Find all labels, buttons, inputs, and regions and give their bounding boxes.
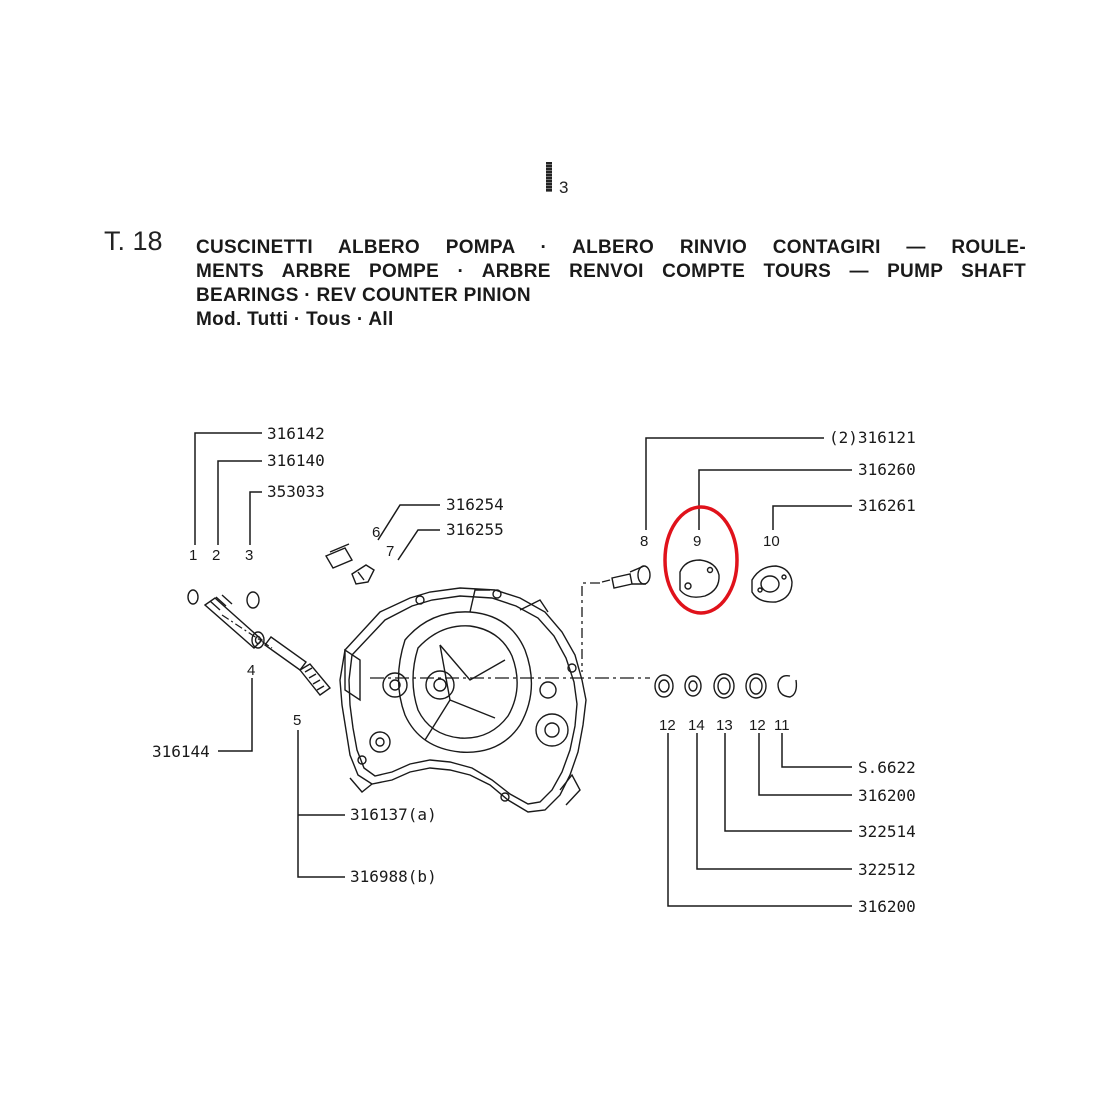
part-number-5b: 316988(b): [350, 867, 437, 886]
part-number-3: 353033: [267, 482, 325, 501]
index-4: 4: [247, 662, 255, 679]
part-number-12a: 316200: [858, 786, 916, 805]
page-marker-number: 3: [559, 178, 569, 197]
part-number-14: 322512: [858, 860, 916, 879]
index-7: 7: [386, 543, 394, 560]
part-number-5a: 316137(a): [350, 805, 437, 824]
index-1: 1: [189, 547, 197, 564]
part-numbers: 316142 316140 353033 316144 316137(a) 31…: [152, 424, 916, 916]
part-number-12b: 316200: [858, 897, 916, 916]
leader-lines: [194, 432, 852, 907]
shaft-assembly-drawing: [187, 589, 332, 696]
table-code: T. 18: [104, 226, 163, 256]
gasket-drawing: [751, 565, 793, 603]
index-11: 11: [774, 717, 790, 734]
index-14: 14: [688, 717, 705, 734]
crankcase-cover-drawing: [339, 587, 587, 813]
part-number-9: 316260: [858, 460, 916, 479]
index-8: 8: [640, 533, 648, 550]
part-number-4: 316144: [152, 742, 210, 761]
index-numbers: 1 2 3 4 5 6 7 8 9 10 12 14 13 12 11: [189, 524, 790, 734]
index-10: 10: [763, 533, 780, 550]
part-number-11: S.6622: [858, 758, 916, 777]
screw-drawing: [601, 565, 651, 589]
index-9: 9: [693, 533, 701, 550]
part-number-7: 316255: [446, 520, 504, 539]
key-parts-drawing: [324, 543, 375, 585]
index-13: 13: [716, 717, 733, 734]
index-12-right: 12: [749, 717, 766, 734]
title-models: Mod. Tutti · Tous · All: [196, 309, 394, 330]
part-number-1: 316142: [267, 424, 325, 443]
title-line-3: BEARINGS · REV COUNTER PINION: [196, 285, 531, 306]
title-line-2: MENTS ARBRE POMPE · ARBRE RENVOI COMPTE …: [196, 261, 1026, 282]
index-12-left: 12: [659, 717, 676, 734]
bearings-row-drawing: [654, 673, 798, 699]
page-marker-bar: [546, 162, 552, 192]
axis-lines: [221, 582, 650, 679]
index-5: 5: [293, 712, 301, 729]
index-6: 6: [372, 524, 380, 541]
part-number-10: 316261: [858, 496, 916, 515]
title-line-1: CUSCINETTI ALBERO POMPA · ALBERO RINVIO …: [196, 237, 1026, 258]
part-number-13: 322514: [858, 822, 916, 841]
cover-plate-drawing: [679, 559, 720, 598]
part-number-8: (2)316121: [829, 428, 916, 447]
page-title: CUSCINETTI ALBERO POMPA · ALBERO RINVIO …: [196, 236, 1026, 332]
part-number-2: 316140: [267, 451, 325, 470]
index-3: 3: [245, 547, 253, 564]
index-2: 2: [212, 547, 220, 564]
part-number-6: 316254: [446, 495, 504, 514]
highlight-circle-part-9: [663, 505, 739, 615]
